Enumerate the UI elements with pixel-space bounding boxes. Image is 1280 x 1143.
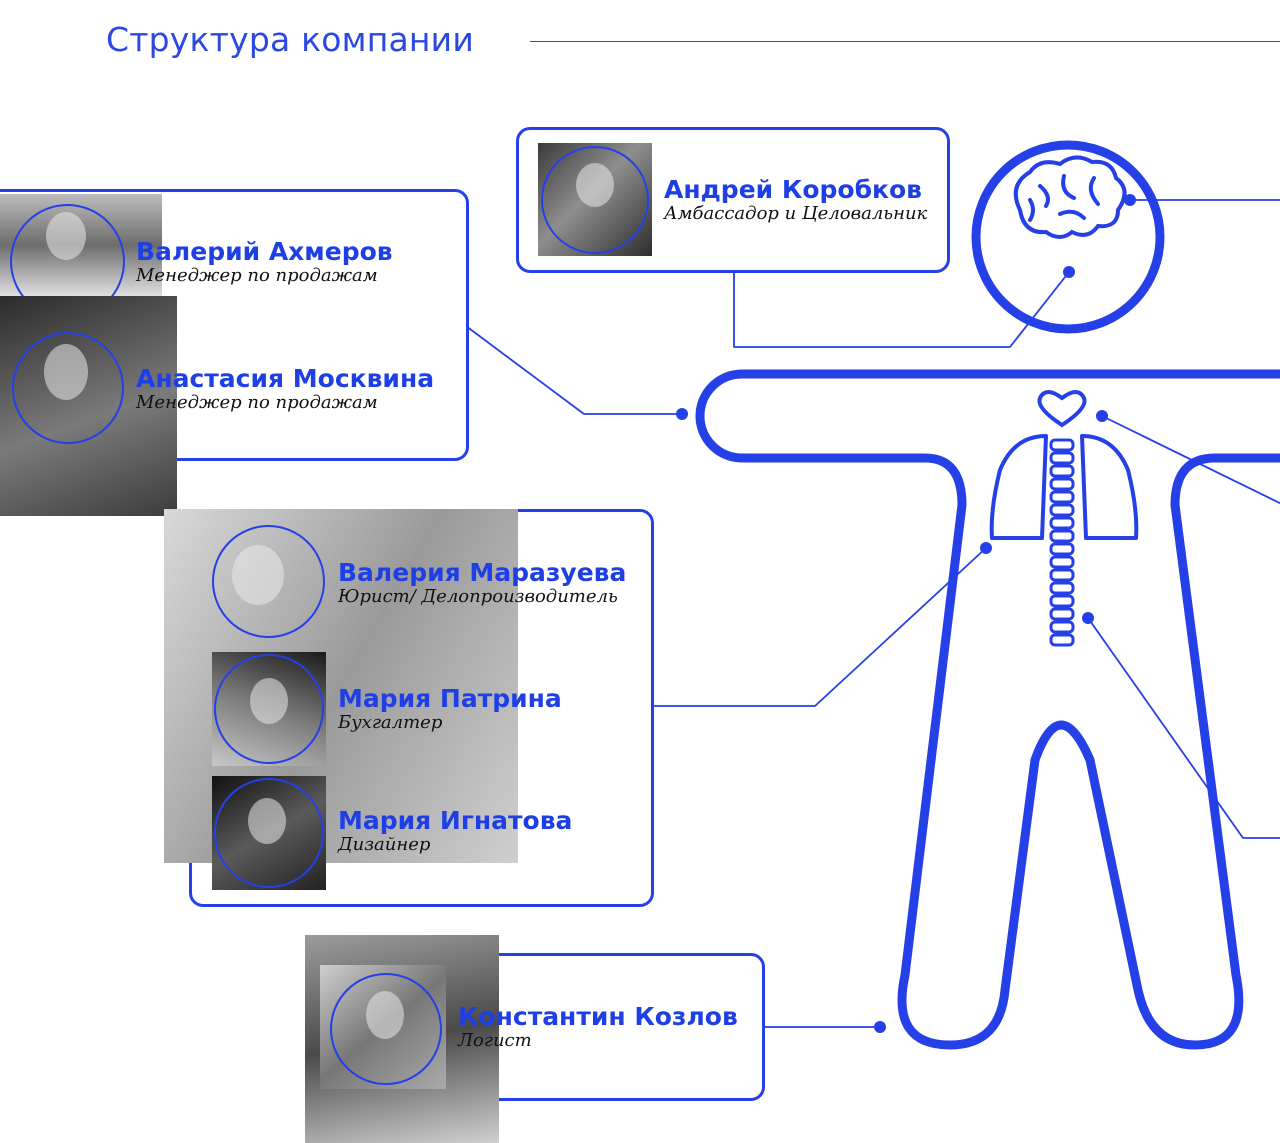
person-name: Мария Игнатова: [338, 806, 573, 835]
page-title: Структура компании: [106, 20, 474, 59]
spine-icon: [1049, 438, 1075, 647]
person-name: Мария Патрина: [338, 684, 562, 713]
person-role: Логист: [458, 1030, 532, 1051]
avatar: [0, 296, 177, 516]
card-logistics: [480, 953, 765, 1101]
person-role: Амбассадор и Целовальник: [664, 203, 928, 224]
brain-icon: [1013, 155, 1127, 239]
lungs-icon: [989, 434, 1139, 540]
person-role: Менеджер по продажам: [136, 265, 378, 286]
avatar: [212, 776, 326, 890]
avatar: [212, 652, 326, 766]
person-name: Валерия Маразуева: [338, 558, 627, 587]
person-role: Менеджер по продажам: [136, 392, 378, 413]
person-role: Дизайнер: [338, 834, 431, 855]
avatar: [0, 194, 162, 296]
human-body-icon: [695, 369, 1280, 1050]
person-role: Юрист/ Делопроизводитель: [338, 586, 618, 607]
person-name: Андрей Коробков: [664, 175, 922, 204]
avatar: [538, 143, 652, 256]
head-circle: [971, 140, 1165, 334]
person-name: Анастасия Москвина: [136, 364, 435, 393]
heart-icon: [1037, 390, 1087, 428]
person-role: Бухгалтер: [338, 712, 443, 733]
person-name: Валерий Ахмеров: [136, 237, 393, 266]
title-divider: [530, 41, 1280, 42]
avatar: [320, 965, 446, 1089]
person-name: Константин Козлов: [458, 1002, 738, 1031]
